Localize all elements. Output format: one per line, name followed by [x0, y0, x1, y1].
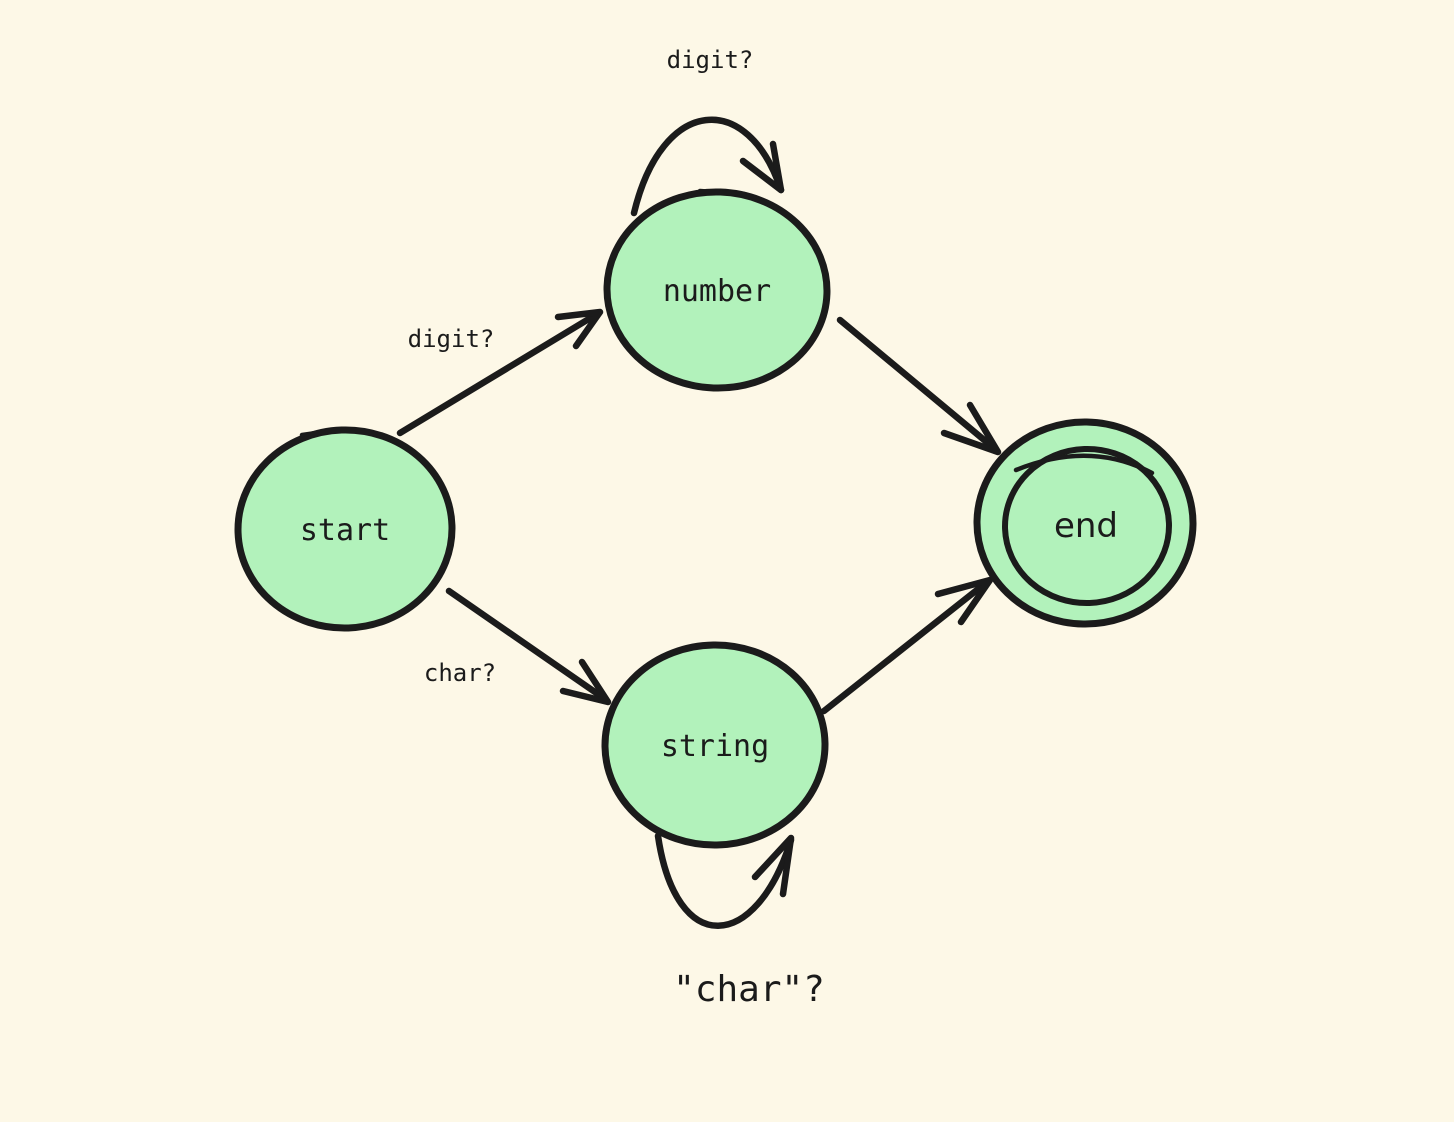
- edge-curve: [654, 832, 795, 929]
- state-node-number: number: [603, 188, 831, 392]
- edge-label-digit-loop: digit?: [667, 46, 754, 74]
- edge-line: [836, 316, 999, 453]
- edge-line: [445, 587, 609, 703]
- sketch-stroke: [1013, 453, 1155, 476]
- arrowhead-icon: [751, 834, 795, 898]
- arrowhead-icon: [559, 658, 612, 706]
- state-circle-string: [601, 641, 829, 849]
- state-node-string: string: [601, 641, 829, 849]
- state-label-start: start: [300, 513, 390, 548]
- arrowhead-icon: [934, 576, 994, 626]
- edge-label-char: char?: [424, 659, 496, 687]
- edge-curve: [630, 116, 785, 217]
- arrowhead-icon: [940, 401, 1002, 456]
- state-node-end: end: [973, 418, 1197, 628]
- state-circle-start: [234, 426, 456, 632]
- edge-number-end: [836, 316, 1002, 456]
- arrowhead-icon: [739, 140, 785, 194]
- edge-string-end: [820, 576, 994, 715]
- edge-label-char-loop: "char"?: [673, 969, 825, 1010]
- edge-line: [820, 578, 991, 715]
- state-node-start: start: [234, 426, 456, 632]
- edge-start-string: char?: [424, 587, 612, 706]
- edge-line: [396, 310, 601, 437]
- edge-label-digit: digit?: [408, 325, 495, 353]
- state-label-end: end: [1054, 506, 1118, 546]
- edge-number-self-loop: digit?: [630, 46, 785, 217]
- state-label-number: number: [663, 274, 771, 309]
- edge-string-self-loop: "char"?: [654, 832, 825, 1010]
- sketch-stroke: [697, 188, 747, 197]
- sketch-stroke: [299, 428, 333, 438]
- arrowhead-icon: [554, 308, 604, 350]
- state-circle-end-inner: [1002, 445, 1172, 607]
- state-label-string: string: [661, 729, 769, 764]
- edge-start-number: digit?: [396, 308, 604, 437]
